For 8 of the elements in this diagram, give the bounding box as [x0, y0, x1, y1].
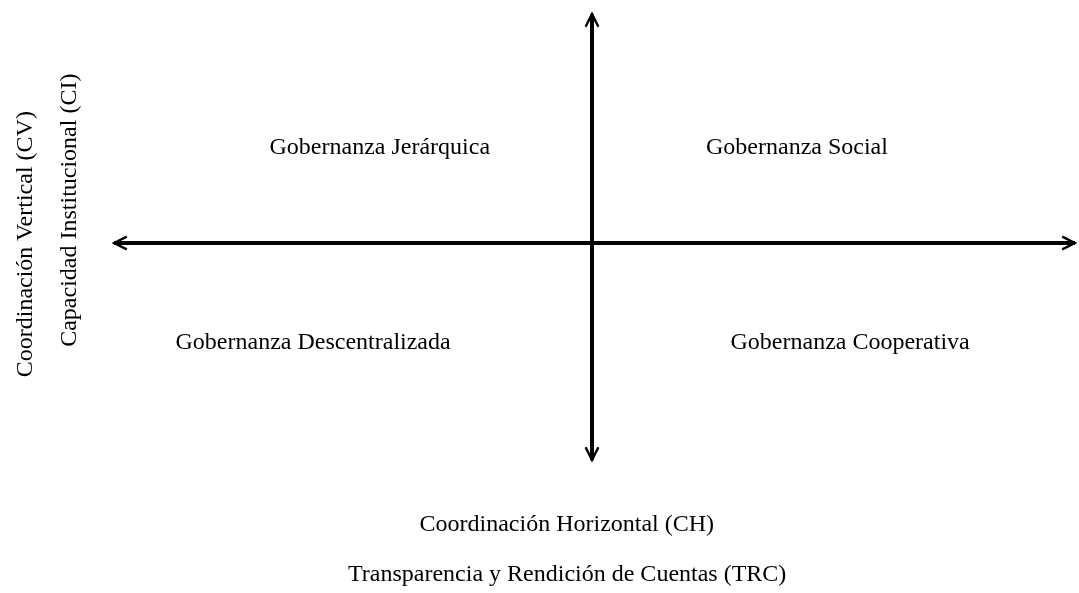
quadrant-label: Gobernanza Cooperativa	[730, 328, 970, 355]
quadrant-label: Gobernanza Jerárquica	[269, 133, 491, 160]
axis-label: Coordinación Horizontal (CH)	[419, 510, 715, 537]
axis-label: Coordinación Vertical (CV)	[10, 111, 38, 378]
axis-label: Capacidad Institucional (CI)	[54, 73, 82, 347]
quadrant-label: Gobernanza Descentralizada	[175, 328, 451, 355]
quadrant-label: Gobernanza Social	[706, 133, 888, 160]
axis-label: Transparencia y Rendición de Cuentas (TRC)	[348, 560, 787, 587]
